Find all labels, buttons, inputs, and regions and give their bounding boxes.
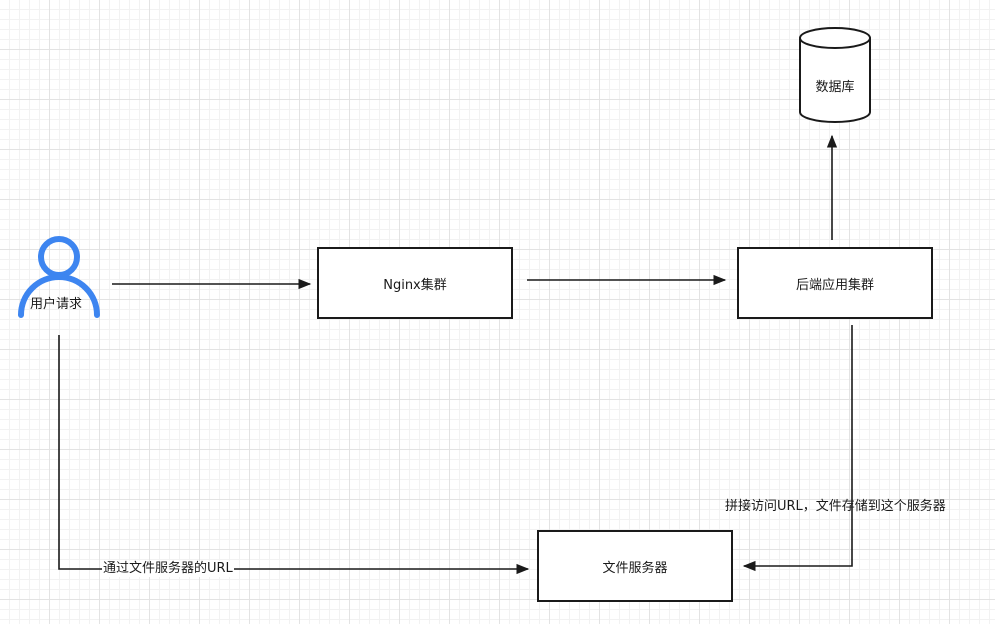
file-server-node: 文件服务器 [537,530,733,602]
database-cylinder-icon [799,27,871,123]
file-server-label: 文件服务器 [602,560,668,576]
edge-backend-to-file-server [742,325,853,572]
user-label: 用户请求 [30,297,83,312]
backend-cluster-node: 后端应用集群 [737,247,933,319]
user-icon [18,236,100,318]
edge-backend-to-file-label: 拼接访问URL，文件存储到这个服务器 [725,499,946,514]
edge-user-to-file-server [58,335,530,575]
database-label: 数据库 [815,80,855,95]
nginx-cluster-label: Nginx集群 [383,277,447,293]
edge-user-to-file-label: 通过文件服务器的URL [102,561,234,577]
nginx-cluster-node: Nginx集群 [317,247,513,319]
backend-cluster-label: 后端应用集群 [795,277,874,293]
